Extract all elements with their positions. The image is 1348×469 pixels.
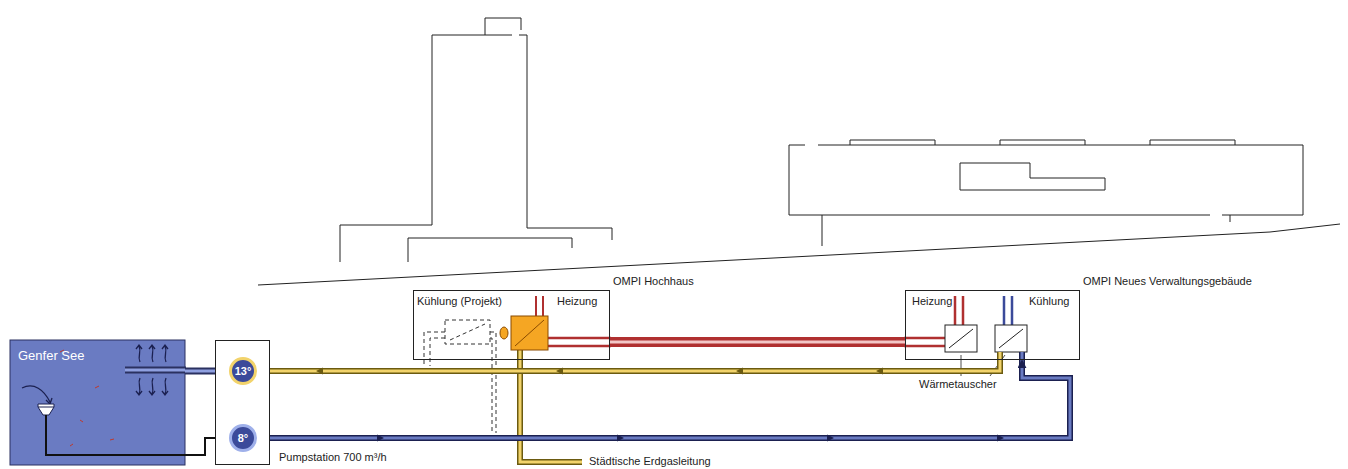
lake-details: [10, 340, 186, 465]
cooling-riser: [1004, 296, 1012, 325]
temperature-value: 8°: [232, 427, 254, 449]
building-plant-room: OMPI HochhausKühlung (Projekt)Heizung: [413, 290, 610, 360]
flow-arrow: [149, 378, 155, 395]
tower-roof: [485, 18, 521, 35]
pipe-connector: [610, 341, 905, 344]
component-label: Wärmetauscher: [918, 378, 998, 391]
heat-exchanger-diagonal: [949, 329, 973, 348]
flow-direction-arrows: [316, 368, 1004, 442]
gas-pipe: [520, 350, 582, 462]
pipe-label: Städtische Erdgasleitung: [588, 455, 712, 468]
heating-pipe-out: [548, 338, 611, 346]
pipe-outline: [257, 360, 1000, 371]
flow-arrow: [827, 435, 834, 442]
node-title: Pumpstation 700 m³/h: [279, 451, 387, 464]
cooling-exchanger-diagonal: [999, 329, 1023, 348]
temperature-circle: 13°: [229, 357, 257, 385]
pipe-outlines: [185, 342, 1070, 438]
intake-pipe: [46, 415, 186, 455]
pump-station: Pumpstation 700 m³/h13°8°: [215, 340, 270, 465]
heating-riser: [955, 296, 963, 325]
admin-building-outline: [789, 145, 1303, 215]
pipe-outline: [610, 337, 905, 347]
dashed-cooling-pipe: [424, 332, 445, 366]
flow-arrow: [617, 435, 624, 442]
heating-pipe-in: [904, 338, 945, 346]
node-title: Genfer See: [18, 348, 85, 363]
heating-riser: [536, 296, 543, 316]
flow-arrow: [162, 378, 168, 395]
flow-arrow: [736, 368, 743, 375]
gas-pipe-outline: [520, 350, 582, 462]
outlet-band-outline: [125, 367, 186, 374]
fish-mark: [70, 444, 73, 446]
heat-exchanger: [511, 316, 548, 350]
flow-arrow: [136, 378, 142, 395]
gas-burner: [500, 327, 508, 339]
lake-region: Genfer See: [10, 340, 185, 465]
node-title: OMPI Neues Verwaltungsgebäude: [1083, 275, 1252, 288]
node-label: Kühlung (Projekt): [417, 295, 502, 308]
node-title: OMPI Hochhaus: [613, 275, 694, 288]
tower-base: [408, 238, 572, 262]
tower-outline: [340, 35, 612, 262]
admin-building-roof: [850, 140, 1235, 145]
flow-arrow: [136, 345, 142, 362]
dashed-cooling-pipe: [490, 332, 496, 433]
building-plant-room: OMPI Neues VerwaltungsgebäudeHeizungKühl…: [905, 290, 1080, 360]
temperature-circle: 8°: [229, 424, 257, 452]
planned-heat-exchanger-diagonal: [450, 324, 485, 340]
fish-mark: [95, 386, 99, 388]
intake-funnel: [38, 404, 54, 415]
admin-details: [904, 296, 1027, 376]
planned-heat-exchanger: [445, 320, 490, 344]
building-outlines: [258, 18, 1340, 285]
node-label: Kühlung: [1029, 295, 1069, 308]
heat-exchanger-diagonal: [515, 320, 544, 346]
pipes: [185, 342, 1070, 455]
node-label: Heizung: [557, 295, 597, 308]
flow-arrow: [162, 345, 168, 362]
fish-mark: [110, 439, 114, 440]
outlet-band: [125, 369, 186, 372]
flow-arrow: [149, 345, 155, 362]
admin-building-pillar: [822, 215, 1230, 246]
pipe-connector: [257, 360, 1070, 438]
heat-exchanger: [945, 325, 977, 352]
node-label: Heizung: [912, 295, 952, 308]
fish-marks: [60, 350, 114, 446]
temperature-value: 13°: [232, 360, 254, 382]
pipe-outline: [257, 360, 1070, 438]
flow-arrow: [997, 435, 1004, 442]
admin-building-court: [960, 163, 1105, 190]
flow-arrow: [377, 435, 384, 442]
intake-arrow: [22, 386, 52, 404]
fish-mark: [80, 420, 83, 422]
flow-arrow: [876, 368, 883, 375]
lake-ground: [10, 340, 185, 465]
cooling-exchanger: [995, 325, 1027, 352]
flow-arrow: [316, 368, 323, 375]
flow-arrow: [556, 368, 563, 375]
pipe-connector: [257, 360, 1000, 371]
